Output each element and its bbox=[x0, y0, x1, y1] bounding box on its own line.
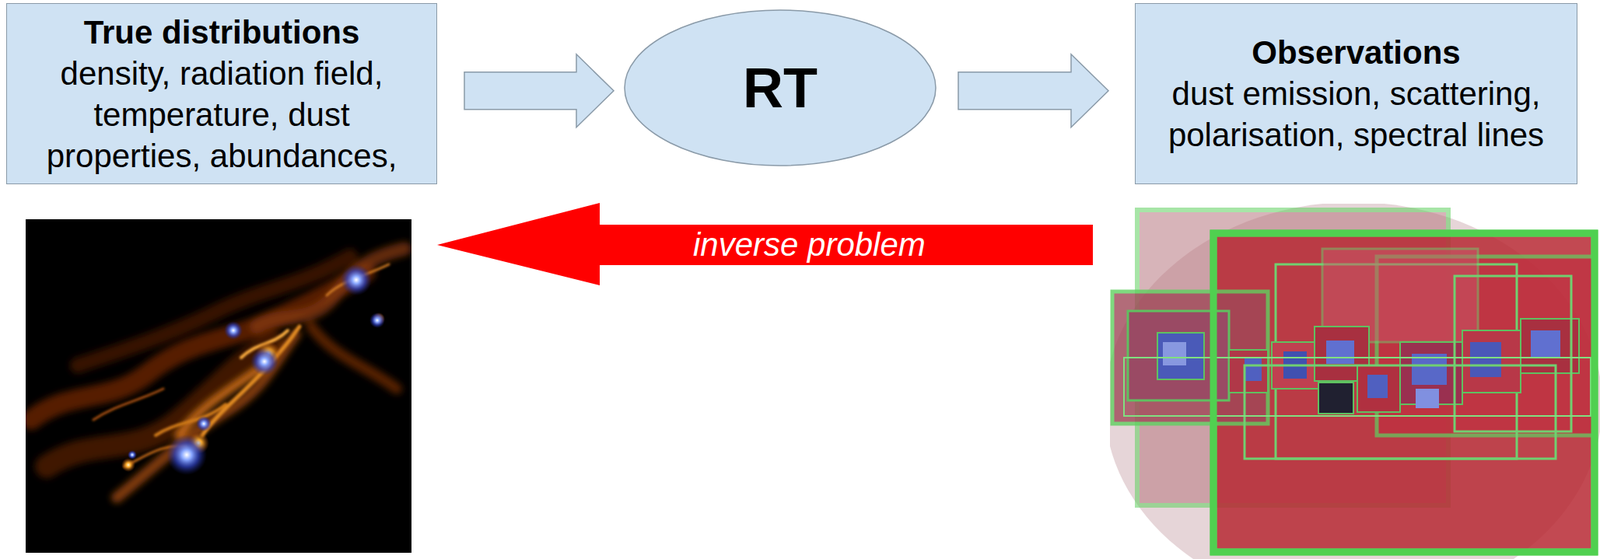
node-text: dust emission, scattering, polarisation,… bbox=[1146, 73, 1566, 156]
process-box: Observationsdust emission, scattering, p… bbox=[1134, 3, 1578, 185]
node-text: RT bbox=[742, 56, 818, 120]
simulation-image bbox=[25, 219, 412, 554]
node-heading: Observations bbox=[1251, 31, 1460, 74]
node-text: density, radiation field, temperature, d… bbox=[17, 52, 426, 177]
arrow-label: inverse problem bbox=[693, 226, 926, 264]
process-ellipse: RT bbox=[623, 9, 937, 167]
block-arrow bbox=[958, 54, 1109, 128]
observation-mosaic bbox=[1109, 203, 1600, 559]
block-arrow bbox=[464, 54, 614, 128]
inverse-arrow bbox=[437, 203, 1093, 286]
process-box: True distributionsdensity, radiation fie… bbox=[6, 3, 438, 185]
node-heading: True distributions bbox=[84, 11, 361, 53]
